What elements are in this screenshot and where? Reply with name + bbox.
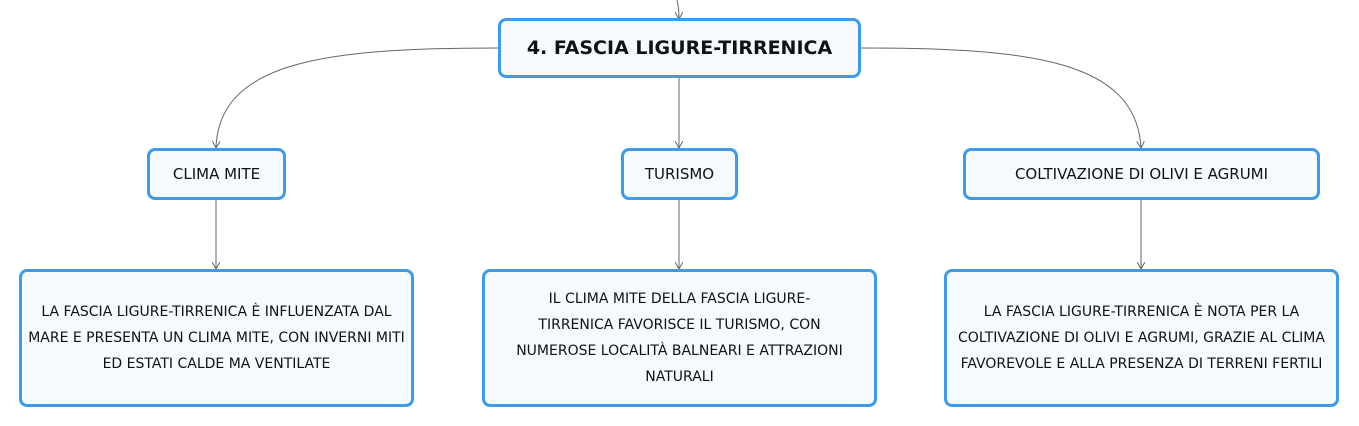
connector-incoming — [677, 0, 679, 18]
topic-node-turismo[interactable]: TURISMO — [621, 148, 738, 200]
root-node[interactable]: 4. FASCIA LIGURE-TIRRENICA — [498, 18, 861, 78]
detail-text: IL CLIMA MITE DELLA FASCIA LIGURE-TIRREN… — [516, 291, 843, 385]
topic-label: COLTIVAZIONE DI OLIVI E AGRUMI — [1014, 165, 1269, 183]
detail-node-turismo[interactable]: IL CLIMA MITE DELLA FASCIA LIGURE-TIRREN… — [482, 269, 877, 407]
topic-node-coltivazione[interactable]: COLTIVAZIONE DI OLIVI E AGRUMI — [963, 148, 1320, 200]
topic-label: TURISMO — [644, 165, 715, 183]
detail-node-coltivazione[interactable]: LA FASCIA LIGURE-TIRRENICA È NOTA PER LA… — [944, 269, 1339, 407]
detail-text: LA FASCIA LIGURE-TIRRENICA È NOTA PER LA… — [958, 304, 1325, 372]
topic-node-clima-mite[interactable]: CLIMA MITE — [147, 148, 286, 200]
detail-text: LA FASCIA LIGURE-TIRRENICA È INFLUENZATA… — [28, 304, 405, 372]
connector-root-clima — [216, 47, 499, 147]
root-label: 4. FASCIA LIGURE-TIRRENICA — [526, 37, 833, 59]
detail-node-clima-mite[interactable]: LA FASCIA LIGURE-TIRRENICA È INFLUENZATA… — [19, 269, 414, 407]
connector-root-coltivazione — [860, 47, 1141, 147]
topic-label: CLIMA MITE — [172, 165, 261, 183]
